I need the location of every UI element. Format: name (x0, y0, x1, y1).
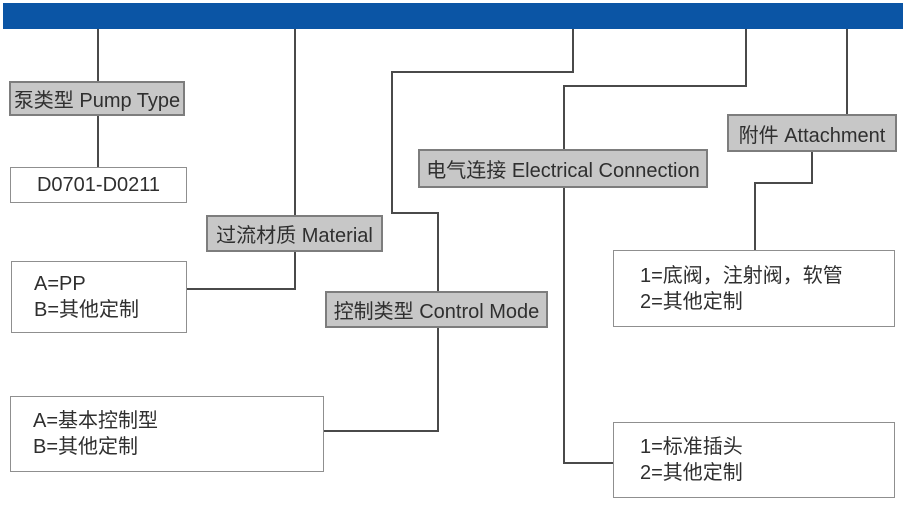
connector-attachment-v2 (811, 151, 813, 184)
connector-attachment-h1 (754, 182, 813, 184)
label-attachment: 附件 Attachment (727, 114, 897, 152)
connector-control-mode-h3 (324, 430, 439, 432)
connector-control-mode-v4 (437, 328, 439, 432)
connector-material-v2 (294, 252, 296, 290)
connector-control-mode-v2 (391, 71, 393, 214)
electrical-option-2: 2=其他定制 (640, 462, 743, 484)
connector-pump-type-v1 (97, 29, 99, 81)
connector-electrical-v1 (745, 29, 747, 87)
connector-control-mode-v3 (437, 212, 439, 291)
material-option-b: B=其他定制 (34, 299, 140, 321)
label-material-text: 过流材质 Material (216, 225, 373, 247)
material-option-a: A=PP (34, 273, 86, 295)
label-pump-type-text: 泵类型 Pump Type (13, 90, 181, 112)
connector-material-h1 (187, 288, 296, 290)
electrical-option-1: 1=标准插头 (640, 436, 743, 458)
attachment-option-1: 1=底阀，注射阀，软管 (640, 264, 843, 287)
connector-electrical-v2 (563, 85, 565, 149)
connector-control-mode-v1 (572, 29, 574, 72)
connector-attachment-v1 (846, 29, 848, 115)
label-electrical-connection-text: 电气连接 Electrical Connection (426, 160, 700, 182)
control-mode-option-a: A=基本控制型 (33, 410, 159, 432)
attachment-option-2: 2=其他定制 (640, 290, 743, 313)
connector-material-v1 (294, 29, 296, 215)
label-control-mode-text: 控制类型 Control Mode (333, 301, 540, 323)
box-material-options: A=PP B=其他定制 (11, 261, 187, 333)
box-pump-type-code: D0701-D0211 (10, 167, 187, 203)
label-control-mode: 控制类型 Control Mode (325, 291, 548, 328)
connector-pump-type-v2 (97, 116, 99, 167)
connector-electrical-h2 (563, 462, 615, 464)
connector-electrical-h1 (563, 85, 747, 87)
box-attachment-options: 1=底阀，注射阀，软管 2=其他定制 (613, 250, 895, 327)
model-code-bar (3, 3, 903, 29)
label-attachment-text: 附件 Attachment (738, 124, 886, 147)
connector-electrical-v3 (563, 188, 565, 464)
connector-attachment-v3 (754, 182, 756, 251)
connector-control-mode-h2 (391, 212, 439, 214)
label-electrical-connection: 电气连接 Electrical Connection (418, 149, 708, 188)
label-material: 过流材质 Material (206, 215, 383, 252)
connector-control-mode-h1 (391, 71, 574, 73)
pump-type-code-text: D0701-D0211 (36, 174, 161, 196)
box-electrical-options: 1=标准插头 2=其他定制 (613, 422, 895, 498)
control-mode-option-b: B=其他定制 (33, 436, 139, 458)
box-control-mode-options: A=基本控制型 B=其他定制 (10, 396, 324, 472)
label-pump-type: 泵类型 Pump Type (9, 81, 185, 116)
